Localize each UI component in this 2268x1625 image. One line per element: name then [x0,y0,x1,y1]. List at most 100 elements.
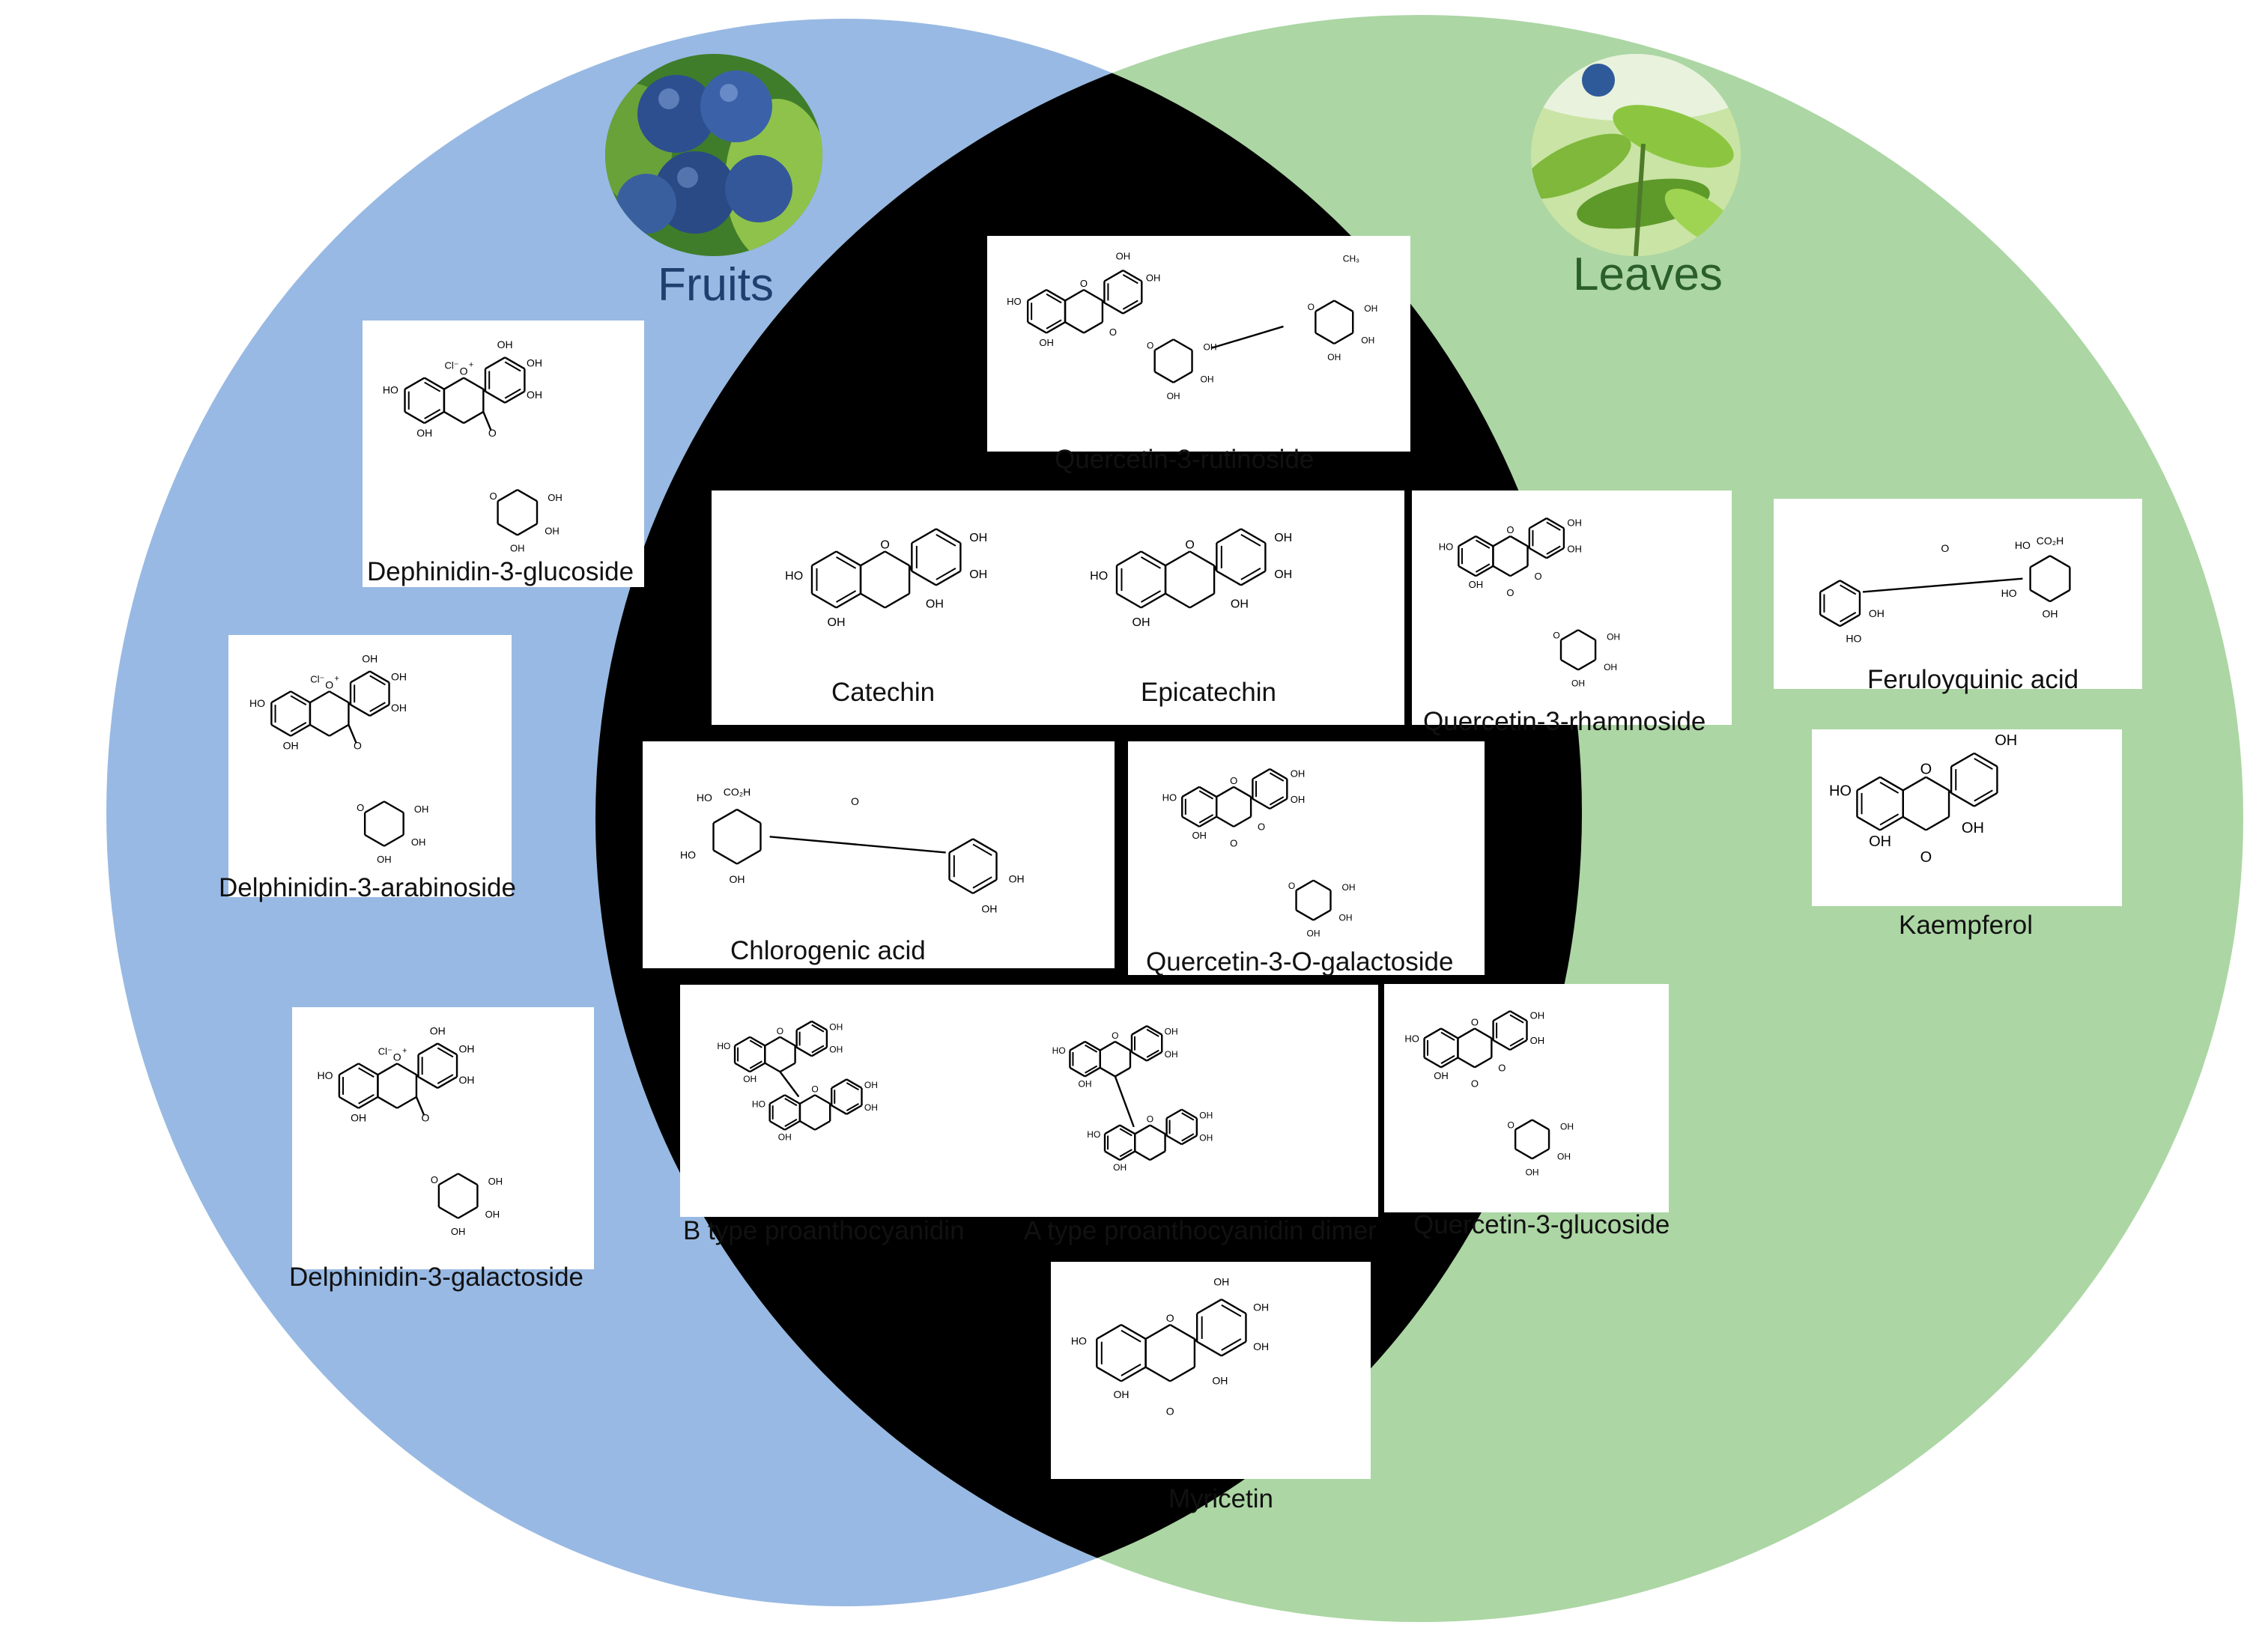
atom-label: HO [1090,570,1108,583]
bond [2030,589,2051,603]
bond [1104,1124,1121,1135]
bond [383,833,404,847]
bond [831,1078,847,1089]
atom-label: OH [730,873,745,885]
bond [779,1062,796,1073]
bond [504,390,525,404]
atom-label: OH [1113,1162,1127,1173]
bond [936,568,956,580]
atom-label: OH [981,902,997,914]
bond [504,356,525,370]
bond [458,1206,479,1219]
bond [1509,565,1529,577]
bond [377,1096,398,1109]
blueberry-leaf-photo [1531,54,1741,256]
bond [835,592,861,609]
atom-label: OH [1567,517,1582,529]
bond [1154,371,1174,383]
bond [1509,1010,1528,1022]
bond [1181,1135,1198,1146]
bond [1423,1057,1442,1069]
bond [358,1094,375,1105]
bond [1115,1040,1131,1051]
atom-label: OH [743,1074,756,1084]
bond [1122,270,1142,282]
bond [1046,288,1066,302]
bond [846,1103,859,1112]
bond [1198,786,1217,798]
bond [2049,555,2070,568]
atom-label: OH [1253,1340,1269,1352]
bond [734,1062,751,1073]
label-a-type-proanthocyanidin-dimer: A type proanthocyanidin dimer [1024,1216,1377,1245]
bond [329,723,350,737]
bond [404,377,425,390]
bond [1181,815,1200,827]
bond [1134,1124,1151,1135]
bond [911,528,937,544]
label-delphinidin-3-arabinoside: Delphinidin-3-arabinoside [219,873,516,902]
bond [1312,909,1332,921]
bond [1240,568,1261,580]
atom-label: OH [1009,872,1025,884]
bond [329,690,350,704]
bond [1457,1057,1476,1069]
bond [290,690,311,704]
bond [1458,565,1477,577]
bond [1083,288,1103,302]
bond [2030,555,2051,568]
atom-label: HO [1052,1045,1066,1056]
bond [1144,1366,1171,1382]
bond [358,1063,379,1076]
atom-label: O [1507,1120,1514,1130]
bond [1440,1031,1455,1041]
atom-label: OH [778,1132,792,1143]
bond [1492,535,1512,547]
bond [1509,1039,1528,1051]
bond [1216,815,1234,827]
atom-label: HO [1162,792,1177,803]
bond [1131,1051,1147,1062]
bond [836,556,857,569]
atom-label: O [1080,278,1088,289]
bond [1492,1039,1511,1051]
bond [734,1036,751,1047]
atom-label: O [422,1112,430,1124]
bond [1315,300,1335,312]
bond [290,695,307,705]
bond [1514,1119,1533,1131]
bond [1221,1304,1242,1317]
atom-label: OH [527,389,542,401]
atom-label: OH [1116,251,1131,262]
bond [1475,535,1494,547]
bond [811,550,837,567]
bond [1064,321,1085,334]
atom-label: O [1185,538,1194,551]
bond [1100,1040,1116,1051]
bond [1216,570,1242,586]
bond [1475,563,1491,573]
bond [1250,796,1254,800]
bond [424,410,445,425]
bond [1269,798,1288,810]
atom-label: OH [510,543,525,554]
bond [517,523,538,536]
atom-label: HO [1846,633,1861,645]
bond [784,1098,798,1107]
bond [1233,815,1252,827]
bond [1193,1338,1198,1343]
bond [1440,1057,1459,1069]
atom-label: O [1112,1030,1118,1041]
bond [348,702,351,705]
atom-label: O [460,365,468,377]
bond [911,570,937,586]
atom-label: OH [1165,1049,1178,1060]
bond [1149,1150,1166,1161]
atom-label: O [1941,542,1949,554]
bond [517,489,538,502]
bond [404,410,425,425]
atom-label: + [469,361,473,370]
bond [1333,300,1353,312]
bond [1164,1133,1168,1137]
bond [1221,1299,1247,1315]
